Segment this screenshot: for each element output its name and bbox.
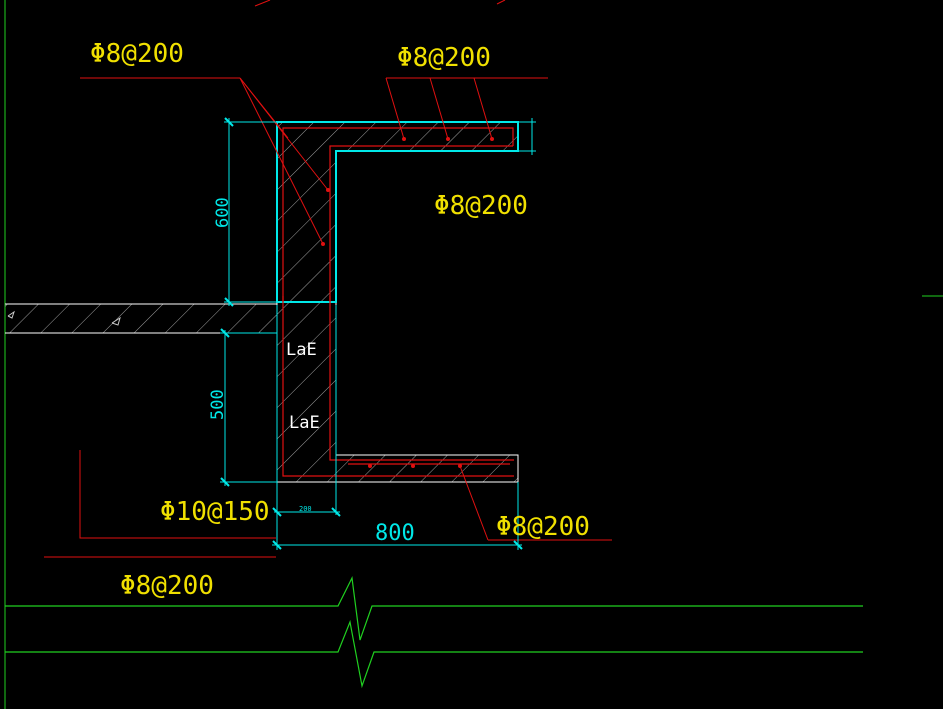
stray-line: [496, 0, 506, 5]
anchor-label-upper: LaE: [286, 340, 317, 360]
leader-lines: [44, 77, 612, 558]
dimension-label-600: 600: [213, 197, 233, 228]
anchor-label-lower: LaE: [289, 413, 320, 433]
break-lines: [5, 575, 863, 689]
dimension-lines: [220, 118, 522, 550]
lower-wall-section: [276, 301, 519, 483]
rebar-label-mid-right: Φ8@200: [434, 191, 528, 221]
floor-slab: [5, 303, 277, 334]
dimension-label-200: 200: [299, 505, 312, 513]
dimension-label-500: 500: [208, 389, 228, 420]
dimension-label-800: 800: [375, 521, 415, 546]
rebar-label-bottom-right: Φ8@200: [496, 512, 590, 542]
rebar-dots: [321, 137, 494, 468]
rebar-label-top-right: Φ8@200: [397, 43, 491, 73]
rebar-label-top-left: Φ8@200: [90, 39, 184, 69]
stray-line: [254, 0, 271, 7]
rebar-lines: [282, 127, 514, 477]
rebar-label-bottom-left: Φ8@200: [120, 571, 214, 601]
rebar-label-wall-vertical: Φ10@150: [160, 497, 270, 527]
dimension-ticks: [220, 117, 523, 550]
